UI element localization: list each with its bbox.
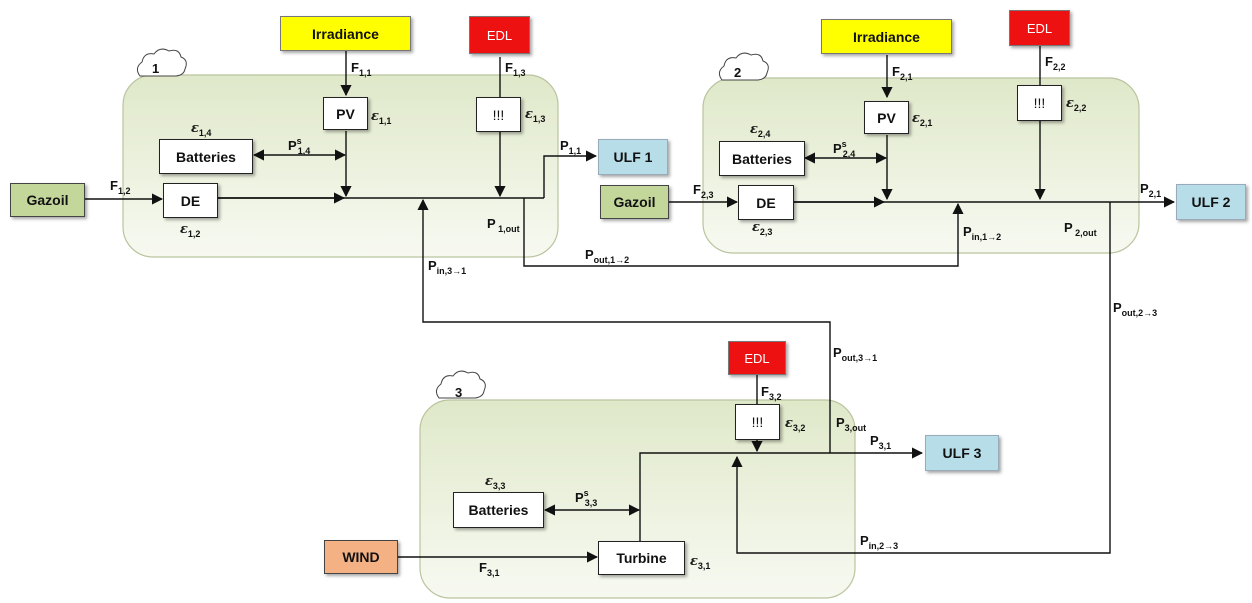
g1-irradiance-box: Irradiance xyxy=(280,16,411,51)
g3-eps-turb: ε3,1 xyxy=(690,554,710,571)
link-p-out-1-2: Pout,1→2 xyxy=(585,247,629,265)
g2-edl-box: EDL xyxy=(1009,10,1070,46)
grid2-cloud-icon xyxy=(718,52,769,81)
g1-p-out: P 1,out xyxy=(487,216,520,234)
g2-ulf-box: ULF 2 xyxy=(1176,184,1246,220)
g1-alert-box: !!! xyxy=(476,97,521,132)
g3-batteries-box: Batteries xyxy=(453,492,544,528)
g1-f-gaz: F1,2 xyxy=(110,178,130,196)
g3-eps-bat: ε3,3 xyxy=(485,474,505,491)
g2-de-box: DE xyxy=(738,185,794,220)
g2-p-ulf: P2,1 xyxy=(1140,181,1161,199)
g1-bus-to-ulf xyxy=(543,150,598,198)
g1-p-ulf: P1,1 xyxy=(560,138,581,156)
g2-pv-box: PV xyxy=(864,101,909,134)
g2-eps-pv: ε2,1 xyxy=(912,111,932,128)
g2-f-edl: F2,2 xyxy=(1045,54,1065,72)
link-p-in-1-2: Pin,1→2 xyxy=(963,224,1001,242)
link-p-out-2-3: Pout,2→3 xyxy=(1113,300,1157,318)
g3-p-ulf: P3,1 xyxy=(870,433,891,451)
g1-eps-bat: ε1,4 xyxy=(191,121,211,138)
g1-eps-de: ε1,2 xyxy=(180,222,200,239)
g3-f-wind: F3,1 xyxy=(479,560,499,578)
g2-alert-box: !!! xyxy=(1017,85,1062,121)
g3-out-to-g1 xyxy=(417,198,831,453)
g2-f-irr: F2,1 xyxy=(892,64,912,82)
g2-irradiance-box: Irradiance xyxy=(821,19,952,54)
grid2-number: 2 xyxy=(734,65,741,80)
g2-p-out: P 2,out xyxy=(1064,220,1097,238)
link-p-out-3-1: Pout,3→1 xyxy=(833,345,877,363)
grid3-cloud-icon xyxy=(435,370,486,399)
grid1-cloud-icon xyxy=(136,48,187,77)
g3-f-edl: F3,2 xyxy=(761,384,781,402)
g3-turbine-box: Turbine xyxy=(598,541,685,575)
g1-eps-pv: ε1,1 xyxy=(371,109,391,126)
g2-batteries-box: Batteries xyxy=(719,141,805,176)
g1-f-edl: F1,3 xyxy=(505,60,525,78)
g1-de-box: DE xyxy=(163,183,218,218)
grid3-number: 3 xyxy=(455,385,462,400)
grid2-panel xyxy=(702,77,1140,254)
link-p-in-2-3: Pin,2→3 xyxy=(860,533,898,551)
g2-f-gaz: F2,3 xyxy=(693,182,713,200)
g3-p-out: P3,out xyxy=(836,415,866,433)
g2-out-to-g3 xyxy=(731,202,1111,554)
g3-wind-box: WIND xyxy=(324,540,398,574)
g2-eps-de: ε2,3 xyxy=(752,220,772,237)
g1-gazoil-box: Gazoil xyxy=(10,183,85,217)
g1-pv-box: PV xyxy=(323,97,368,130)
g3-ulf-box: ULF 3 xyxy=(925,435,999,471)
grid1-number: 1 xyxy=(152,61,159,76)
g3-eps-edl: ε3,2 xyxy=(785,416,805,433)
g1-eps-edl: ε1,3 xyxy=(525,107,545,124)
g2-gazoil-box: Gazoil xyxy=(600,185,669,219)
g1-f-irr: F1,1 xyxy=(351,60,371,78)
g1-batteries-box: Batteries xyxy=(159,139,253,174)
grid1-panel xyxy=(122,74,559,258)
g1-ulf-box: ULF 1 xyxy=(598,139,668,175)
g1-edl-box: EDL xyxy=(469,16,530,54)
g3-edl-box: EDL xyxy=(728,341,786,375)
g2-eps-edl: ε2,2 xyxy=(1066,96,1086,113)
g1-out-to-g2 xyxy=(523,198,964,267)
g3-alert-box: !!! xyxy=(735,404,780,440)
grid3-panel xyxy=(419,399,856,599)
link-p-in-3-1: Pin,3→1 xyxy=(428,258,466,276)
g2-eps-bat: ε2,4 xyxy=(750,122,770,139)
